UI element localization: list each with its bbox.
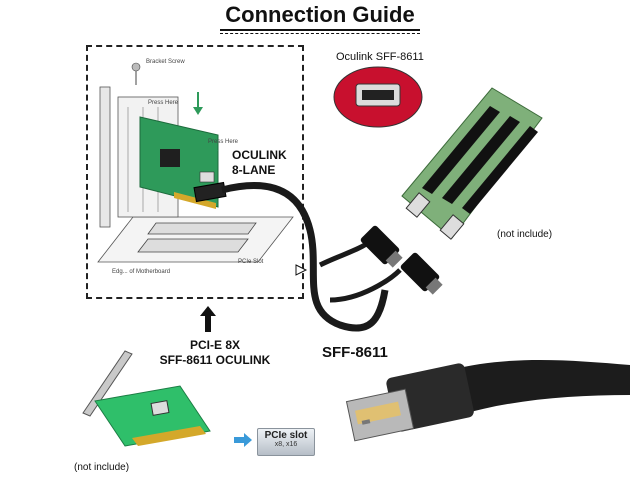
bracket-screw-label: Bracket Screw [146,59,185,65]
pcie-line2: SFF-8611 OCULINK [159,353,271,367]
installation-diagram: Bracket Screw Press Here Press Here PCIe… [86,45,304,299]
pcie-8x-label: PCI-E 8X SFF-8611 OCULINK [156,338,274,368]
pcie-slot-label: PCIe Slot [238,259,264,265]
title-underline [220,29,420,31]
not-include-right-label: (not include) [497,229,553,240]
card-oculink-connector [193,181,227,203]
pcie-slot-title: PCIe slot [264,430,308,441]
sff-8611-plug-1 [360,225,403,268]
adapter-card [82,350,211,447]
not-include-bottom-label: (not include) [74,462,130,473]
pcie-line1: PCI-E 8X [189,338,240,352]
sff-8611-plug-2 [400,252,443,295]
title-dash-underline [220,33,420,34]
cable-branch-2 [329,268,402,303]
pcie-riser-board [401,87,543,240]
installation-illustration [97,62,294,263]
oculink-line1: OCULINK [232,148,287,162]
up-arrow-icon [200,306,216,332]
oculink-port-zoom [333,66,423,128]
oculink-8-lane-label: OCULINK 8-LANE [232,148,287,178]
sff-8611-label: SFF-8611 [322,344,388,361]
right-arrow-icon [234,433,252,447]
pcie-slot-subtitle: x8, x16 [274,441,298,448]
page-title: Connection Guide [225,2,415,27]
edge-of-motherboard-label: Edg... of Motherboard [112,269,171,275]
oculink-cable [221,182,389,332]
connector-closeup [345,360,630,442]
press-here-top-label: Press Here [148,100,179,106]
oculink-sff-8611-label: Oculink SFF-8611 [336,51,424,63]
pcie-slot-badge: PCIe slot x8, x16 [257,428,315,456]
oculink-line2: 8-LANE [232,163,276,177]
press-here-right-label: Press Here [208,139,239,145]
